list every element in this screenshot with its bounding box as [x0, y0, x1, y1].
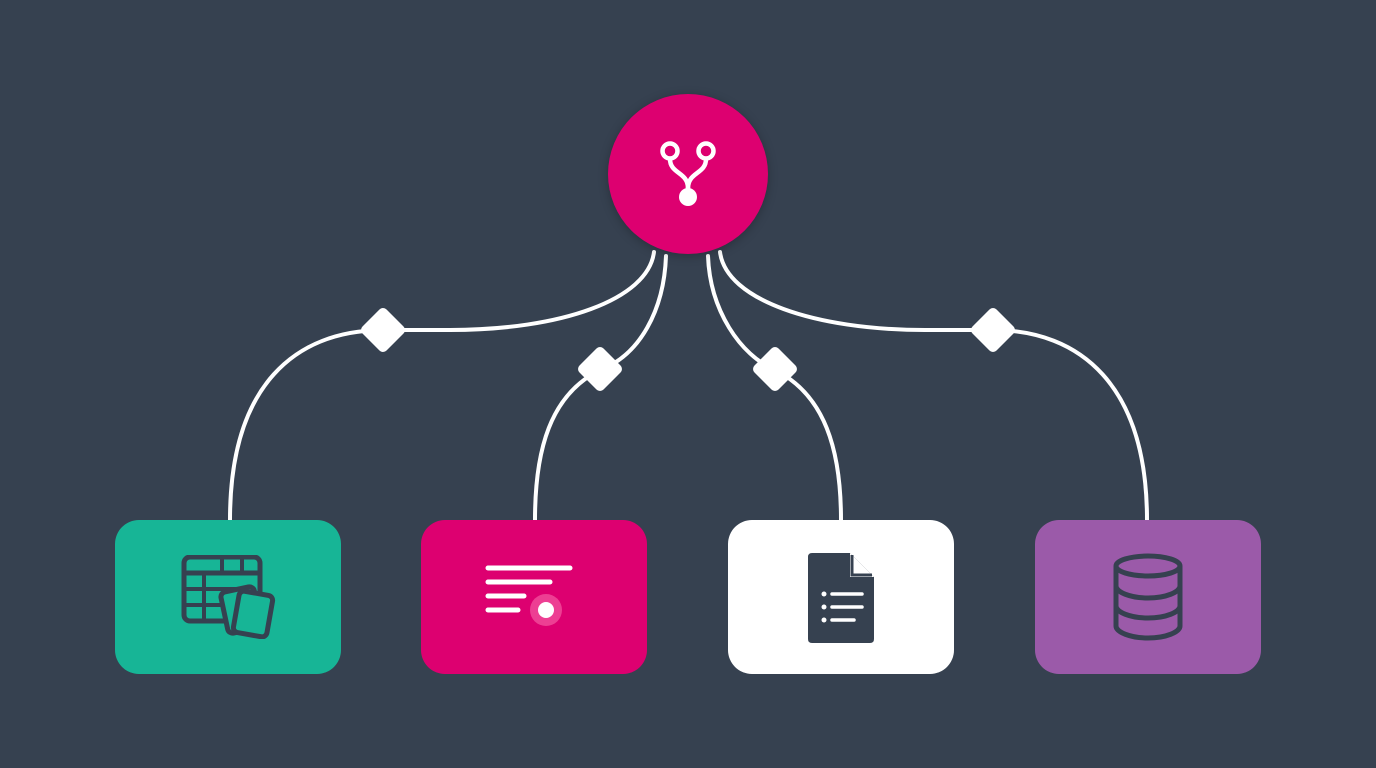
form-node[interactable] [421, 520, 647, 674]
database-icon [1113, 553, 1183, 641]
database-node[interactable] [1035, 520, 1261, 674]
form-radio-icon [485, 565, 573, 626]
hub-node[interactable] [608, 94, 768, 254]
connector-to-spreadsheet [228, 250, 656, 522]
connector-to-database [718, 250, 1149, 522]
spreadsheet-copy-icon [181, 555, 276, 639]
spreadsheet-node[interactable] [115, 520, 341, 674]
git-fork-icon [660, 141, 716, 206]
document-node[interactable] [728, 520, 954, 674]
document-list-icon [808, 553, 874, 643]
